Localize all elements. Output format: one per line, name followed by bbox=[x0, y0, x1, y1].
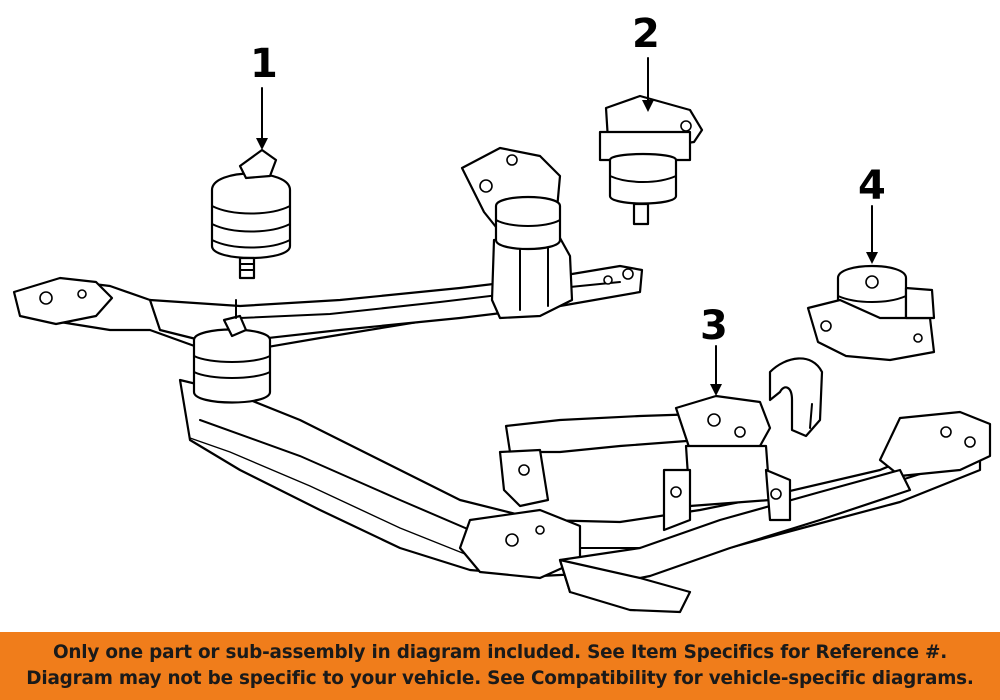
engine-mount-rear-part bbox=[598, 94, 704, 226]
disclaimer-line-1: Only one part or sub-assembly in diagram… bbox=[52, 642, 948, 663]
engine-mount-front-left-part bbox=[210, 148, 292, 280]
callout-number-3: 3 bbox=[700, 303, 728, 349]
callout-number-2: 2 bbox=[632, 11, 660, 57]
installed-rear-mount bbox=[460, 146, 562, 251]
disclaimer-line-2: Diagram may not be specific to your vehi… bbox=[26, 668, 974, 689]
callout-number-1: 1 bbox=[250, 41, 278, 87]
transmission-mount-part bbox=[806, 264, 936, 362]
engine-cradle-subframe bbox=[12, 236, 992, 614]
engine-mount-right-part bbox=[662, 394, 792, 532]
callout-number-4: 4 bbox=[858, 163, 886, 209]
installed-left-mount bbox=[192, 299, 272, 404]
disclaimer-banner: Only one part or sub-assembly in diagram… bbox=[0, 632, 1000, 700]
exploded-parts-diagram bbox=[12, 57, 992, 614]
